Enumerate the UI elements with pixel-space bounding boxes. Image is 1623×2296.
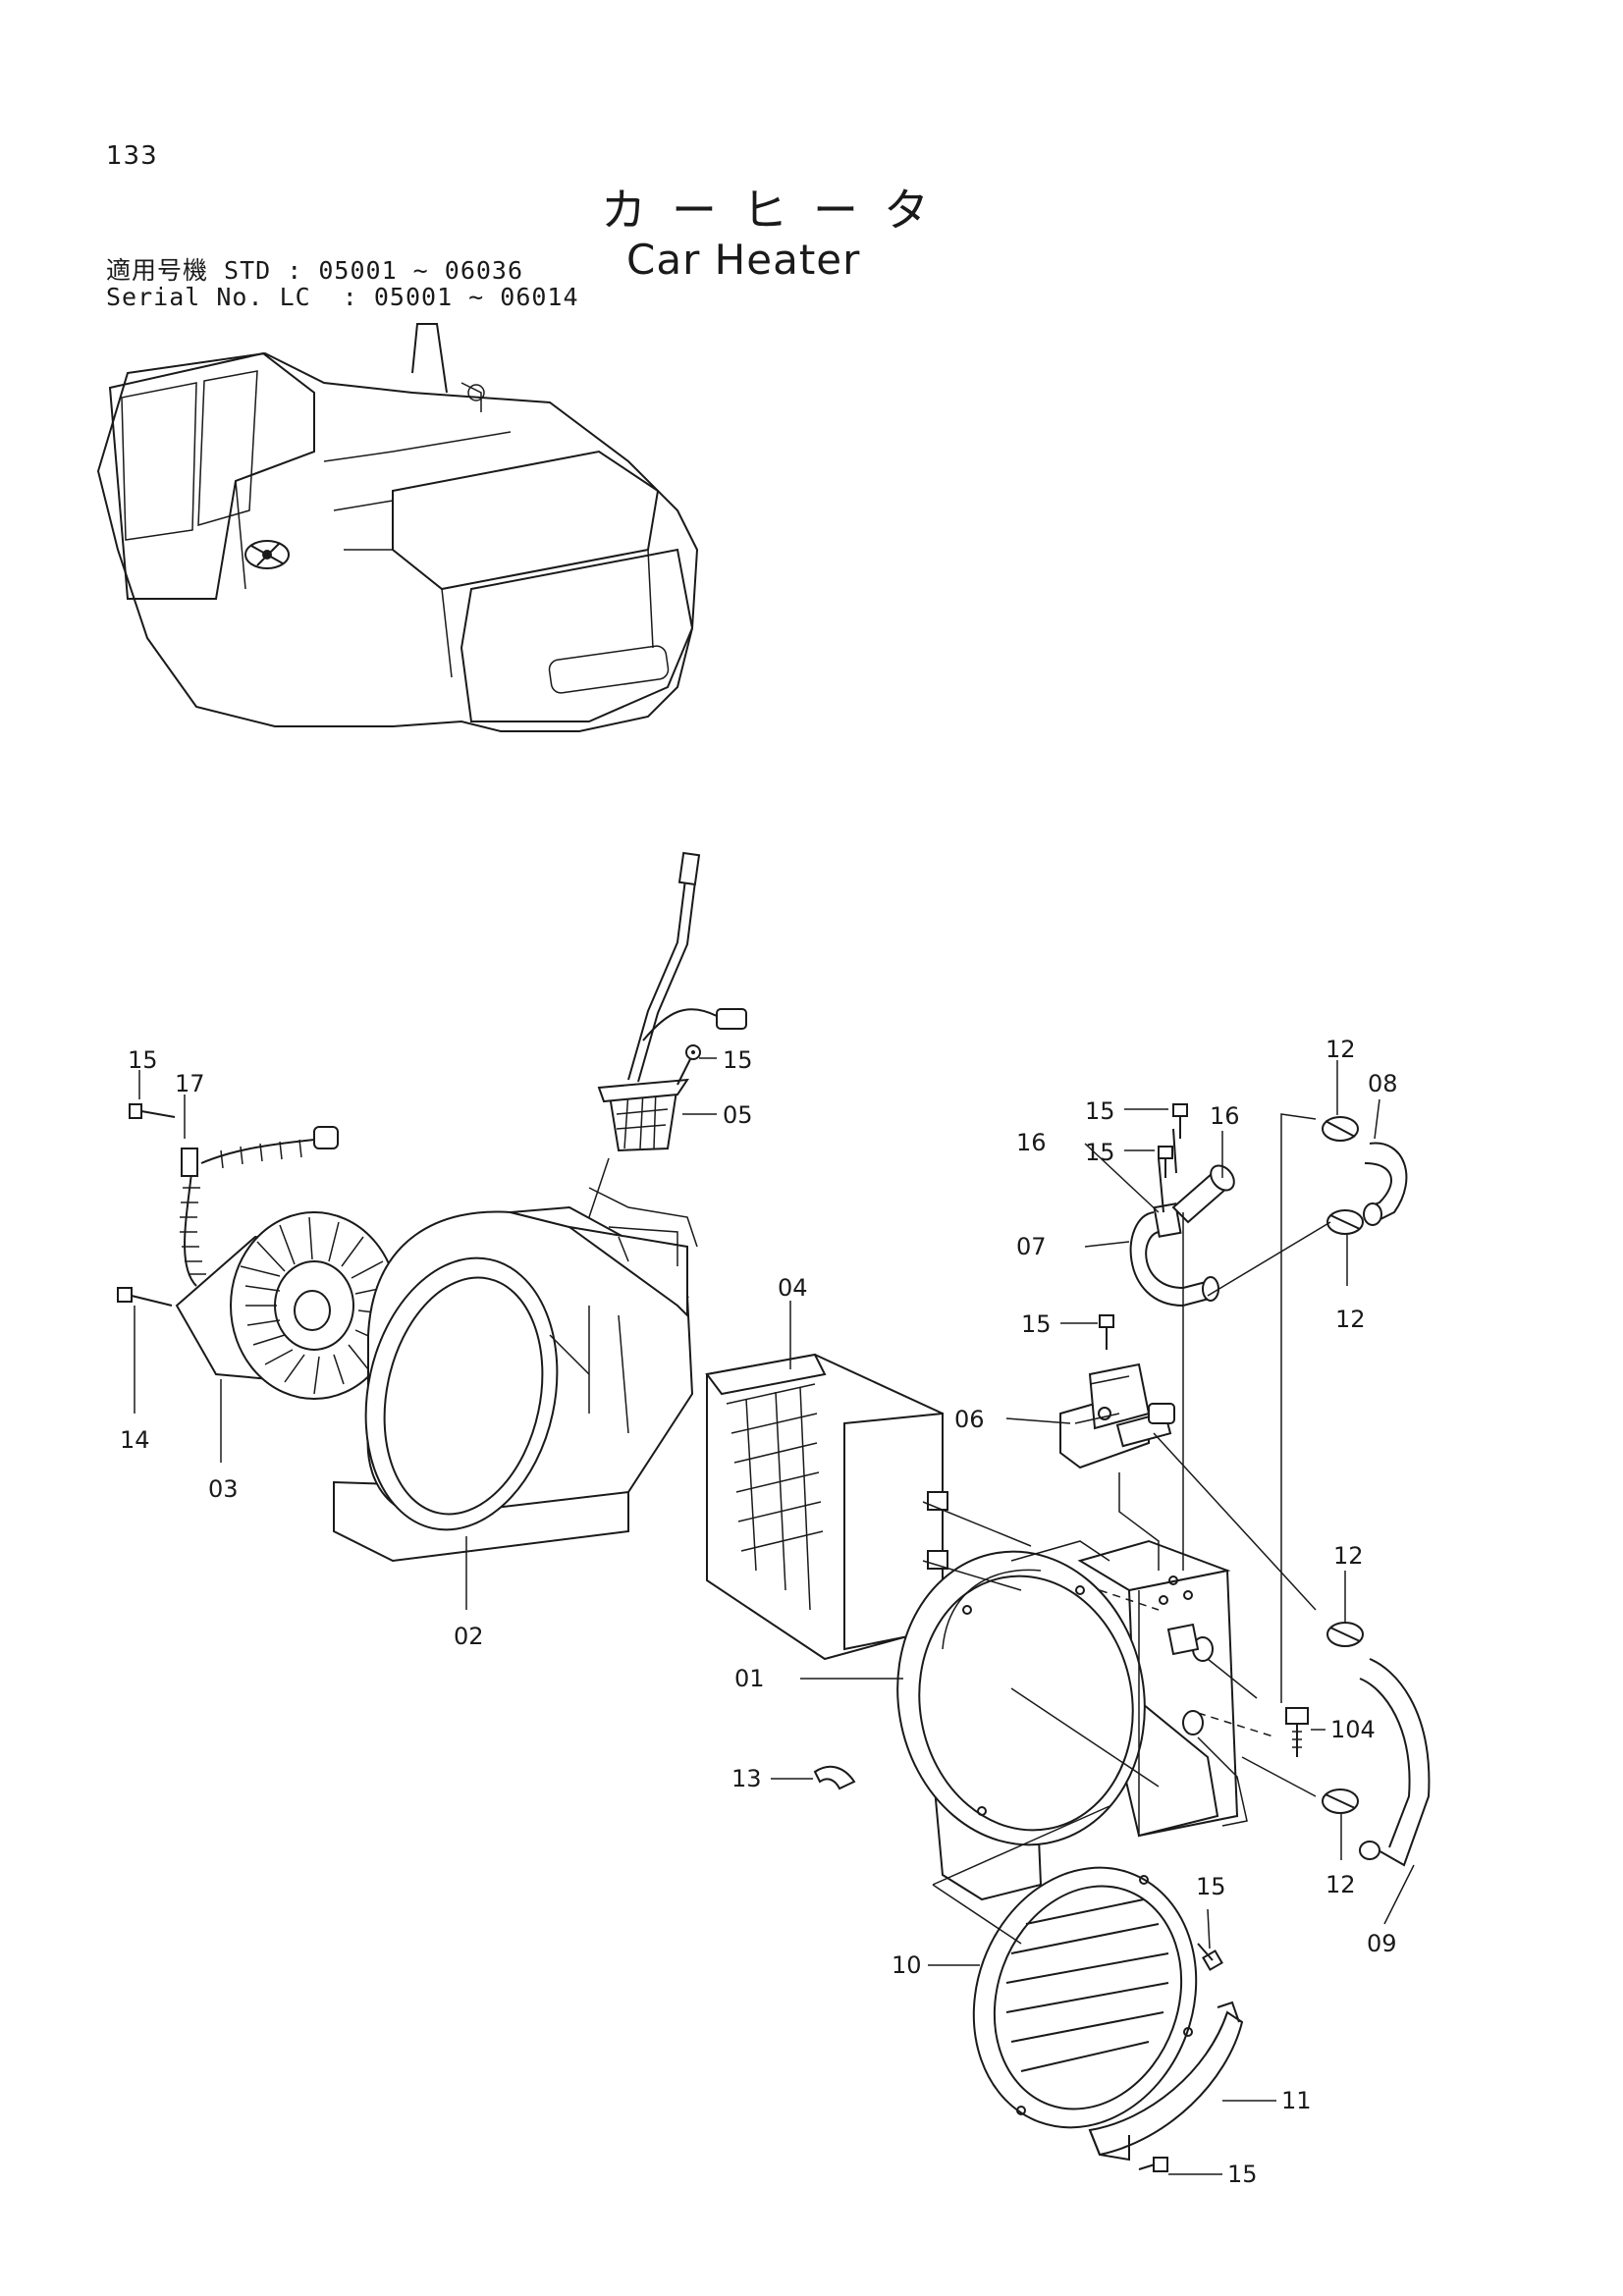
callout-03: 03 — [208, 1475, 239, 1503]
page-number: 133 — [106, 141, 158, 171]
callout-16: 16 — [1210, 1102, 1240, 1130]
leader-lines — [134, 1057, 1415, 2175]
part-08-hose — [1363, 1142, 1408, 1226]
part-12-hose-clamp-b — [1326, 1209, 1364, 1235]
part-04-heater-core — [705, 1353, 948, 1661]
callout-16: 16 — [1016, 1129, 1047, 1156]
serial-range-lc: Serial No. LC : 05001 ~ 06014 — [106, 283, 579, 311]
excavator-overview-illustration — [96, 323, 699, 732]
callout-15: 15 — [128, 1046, 158, 1074]
callout-15: 15 — [1085, 1097, 1115, 1125]
callout-12: 12 — [1325, 1871, 1356, 1898]
callout-02: 02 — [454, 1623, 484, 1650]
callout-06: 06 — [954, 1406, 985, 1433]
callout-15: 15 — [1085, 1139, 1115, 1166]
callout-08: 08 — [1368, 1070, 1398, 1097]
screw-14-motor — [117, 1287, 173, 1307]
part-13-clip — [813, 1765, 856, 1790]
callout-15: 15 — [1021, 1310, 1052, 1338]
callout-104: 104 — [1330, 1716, 1376, 1743]
screw-15-cable — [691, 1050, 695, 1054]
callout-labels: 15 17 14 03 02 15 05 04 15 15 16 16 07 1… — [120, 1036, 1398, 2188]
part-11-cover — [1088, 2001, 1244, 2162]
screw-15-valve-lower — [1099, 1314, 1114, 1350]
screw-15-motor — [129, 1103, 176, 1119]
title-english: Car Heater — [626, 236, 861, 284]
callout-14: 14 — [120, 1426, 150, 1454]
callout-12: 12 — [1325, 1036, 1356, 1063]
callout-17: 17 — [175, 1070, 205, 1097]
part-01-heater-case-main — [896, 1539, 1248, 1901]
part-03-blower-motor — [175, 1126, 399, 1400]
part-07-hose — [1129, 1128, 1235, 1308]
screw-15-cover — [1138, 2157, 1168, 2172]
callout-10: 10 — [892, 1951, 922, 1979]
callout-09: 09 — [1367, 1930, 1397, 1957]
part-12-hose-clamp-a — [1322, 1116, 1359, 1142]
callout-11: 11 — [1281, 2087, 1312, 2114]
part-10-grille — [972, 1866, 1198, 2129]
callout-04: 04 — [778, 1274, 808, 1302]
assembly-guide-lines — [588, 1113, 1331, 1945]
callout-07: 07 — [1016, 1233, 1047, 1260]
callout-15: 15 — [723, 1046, 753, 1074]
screw-15-valve-top — [1172, 1103, 1188, 1139]
part-06-water-valve — [1059, 1362, 1175, 1469]
callout-12: 12 — [1335, 1306, 1366, 1333]
part-05-control-cable — [597, 851, 747, 1152]
callout-12: 12 — [1333, 1542, 1364, 1570]
part-104-bolt — [1285, 1707, 1309, 1757]
callout-13: 13 — [731, 1765, 762, 1792]
callout-15: 15 — [1196, 1873, 1226, 1900]
serial-range-std: 適用号機 STD : 05001 ~ 06036 — [106, 256, 524, 285]
callout-05: 05 — [723, 1101, 753, 1129]
heater-location-marker — [244, 540, 290, 569]
callout-01: 01 — [734, 1665, 765, 1692]
title-japanese: カーヒータ — [601, 184, 954, 237]
part-12-hose-clamp-c — [1326, 1622, 1364, 1647]
screw-15-valve-mid — [1158, 1146, 1173, 1178]
part-09-hose — [1359, 1658, 1431, 1867]
callout-15: 15 — [1227, 2161, 1258, 2188]
screw-15-grille — [1197, 1943, 1223, 1971]
part-02-heater-case-front — [333, 1187, 698, 1563]
part-12-hose-clamp-d — [1322, 1789, 1359, 1814]
